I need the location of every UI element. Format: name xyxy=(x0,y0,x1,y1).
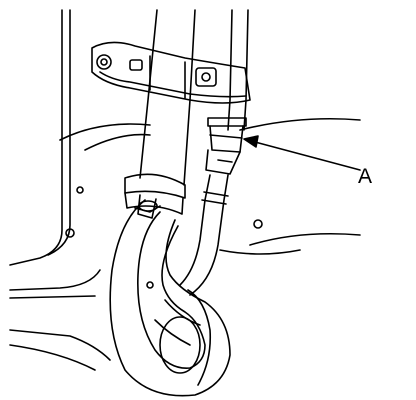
callout-label-a: A xyxy=(358,165,373,188)
bracket-nut xyxy=(201,72,211,82)
callout-leader-a xyxy=(243,135,361,171)
hose-clip-a xyxy=(205,117,247,175)
small-hose xyxy=(179,9,249,296)
coolant-hose xyxy=(109,9,231,397)
hose-clamp xyxy=(124,173,186,219)
mounting-bracket xyxy=(91,41,251,104)
bracket-bolt xyxy=(96,54,112,70)
